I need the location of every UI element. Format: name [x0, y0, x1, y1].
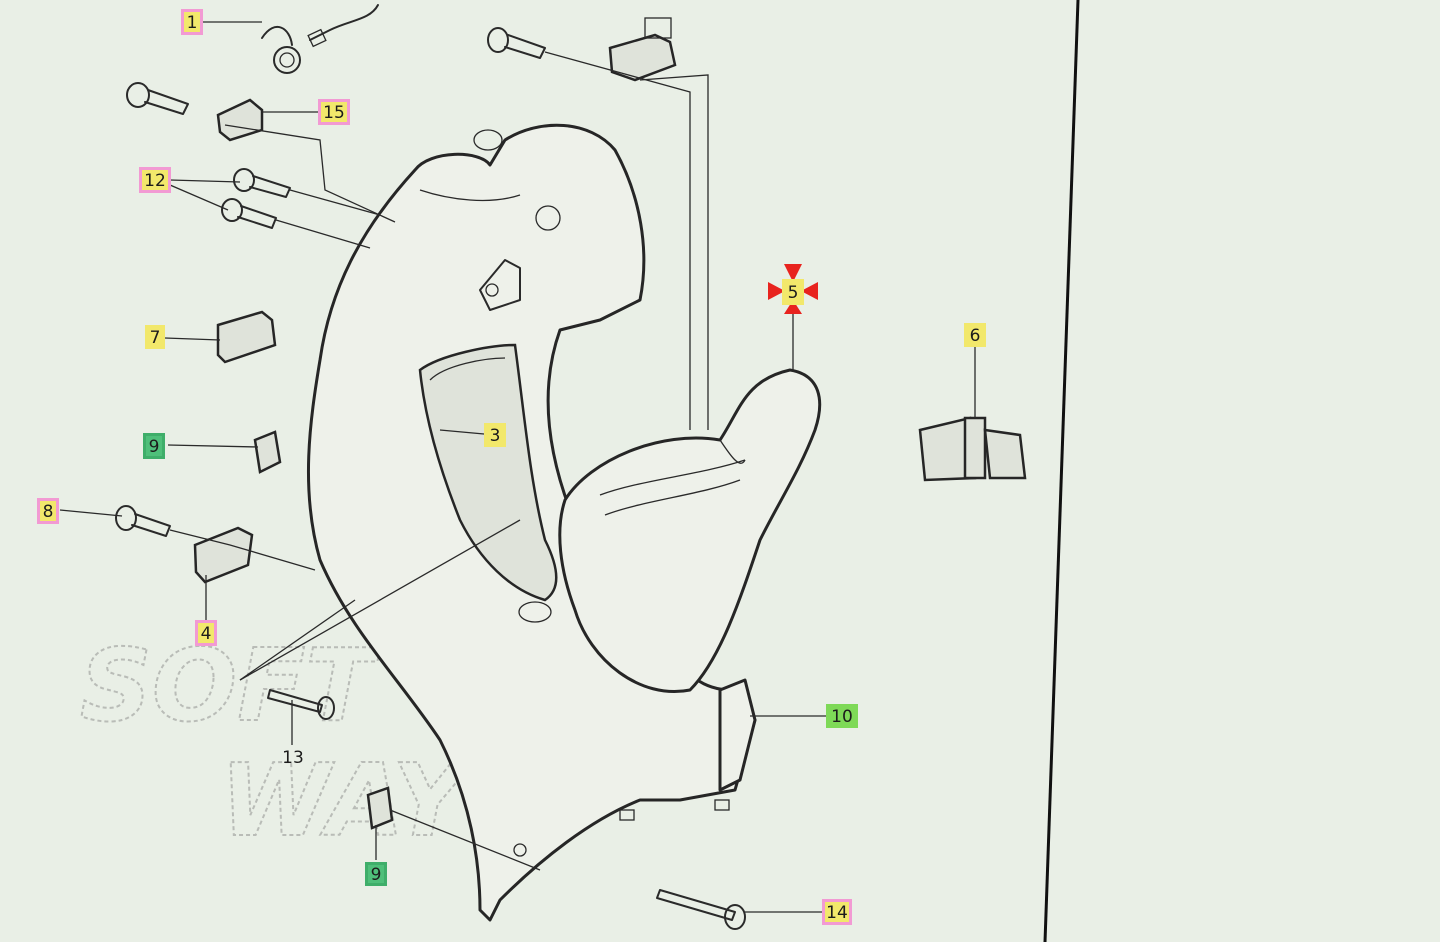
- part-label-text: 10: [831, 707, 853, 727]
- part-label-4: 4: [195, 620, 217, 646]
- glovebox-door: [558, 368, 822, 693]
- part-label-text: 5: [788, 283, 799, 303]
- main-body-panel: [306, 123, 757, 922]
- part-label-8: 8: [37, 498, 59, 524]
- part-label-9a: 9: [143, 433, 165, 459]
- clip-15: [216, 98, 264, 142]
- screw-top-center: [487, 27, 546, 59]
- part-label-text: 7: [150, 328, 161, 348]
- part-label-15: 15: [318, 99, 350, 125]
- watermark: SOFT WAY: [79, 626, 475, 860]
- screw-8: [115, 505, 171, 537]
- part-labels: 1 15 12 7 9 8 4 13 9 14 3 5 6 10: [37, 9, 986, 925]
- part-label-text: 9: [371, 865, 382, 885]
- part-label-text: 3: [490, 426, 501, 446]
- leader-lines: [59, 21, 976, 913]
- screw-15: [126, 82, 189, 115]
- svg-text:SOFT: SOFT: [80, 627, 380, 744]
- part-label-5: 5: [782, 279, 804, 305]
- nut-9-lower: [366, 786, 394, 830]
- svg-text:WAY: WAY: [220, 742, 474, 859]
- nut-9-upper: [253, 430, 282, 474]
- part-label-3: 3: [484, 423, 506, 447]
- part-label-12: 12: [139, 167, 171, 193]
- part-label-text: 12: [144, 171, 166, 191]
- part-label-6: 6: [964, 323, 986, 347]
- part-label-text: 13: [282, 748, 304, 768]
- part-10-trim: [718, 678, 757, 792]
- part-label-1: 1: [181, 9, 203, 35]
- part-label-text: 6: [970, 326, 981, 346]
- part-label-13: 13: [282, 748, 304, 768]
- selection-arrow-top: [784, 264, 802, 282]
- clip-7: [216, 310, 277, 364]
- screw-13: [267, 689, 335, 720]
- part-top-bracket: [608, 17, 677, 82]
- part-label-text: 8: [43, 502, 54, 522]
- latch-6: [918, 416, 1027, 482]
- part-label-10: 10: [826, 704, 858, 728]
- part-label-7: 7: [145, 325, 165, 349]
- part-label-text: 4: [201, 624, 212, 644]
- part-label-text: 14: [826, 903, 848, 923]
- part-label-14: 14: [822, 899, 852, 925]
- selection-arrow-right: [801, 282, 818, 300]
- part-label-9b: 9: [365, 862, 387, 886]
- clip-4: [193, 526, 254, 584]
- part-label-text: 1: [187, 13, 198, 33]
- part-1-spring-cable: [261, 4, 379, 74]
- pane-divider: [1043, 0, 1080, 942]
- screw-14: [656, 889, 746, 930]
- part-label-text: 15: [323, 103, 345, 123]
- screws-12: [221, 168, 291, 229]
- selection-arrow-left: [768, 282, 785, 300]
- selection-marker[interactable]: [768, 264, 818, 314]
- part-label-text: 9: [149, 437, 160, 457]
- selection-arrow-bottom: [784, 300, 802, 314]
